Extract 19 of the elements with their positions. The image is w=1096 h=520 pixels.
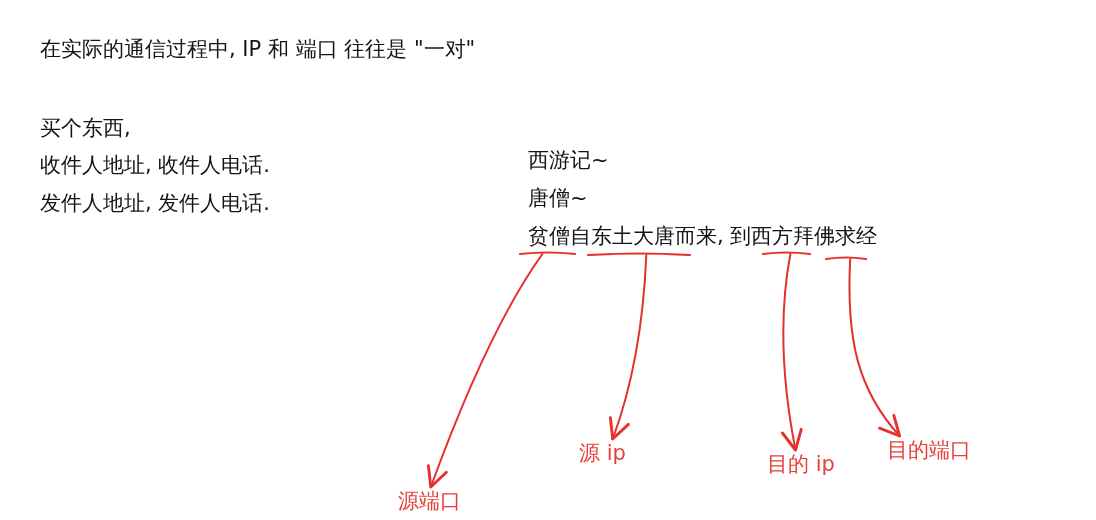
arrow xyxy=(427,253,544,489)
underline-mark xyxy=(587,250,691,258)
arrow xyxy=(608,254,648,441)
underline-mark xyxy=(825,254,867,262)
arrow xyxy=(781,253,803,452)
note-text: 买个东西, xyxy=(40,115,131,141)
annotation-label: 目的端口 xyxy=(887,437,971,463)
annotation-label: 源 ip xyxy=(579,440,626,466)
note-text: 西游记~ xyxy=(528,147,609,173)
underline-mark xyxy=(519,249,576,257)
annotation-label: 源端口 xyxy=(398,488,461,514)
note-text: 唐僧~ xyxy=(528,185,588,211)
underline-mark xyxy=(762,249,811,257)
sentence-text: 贫僧自东土大唐而来, 到西方拜佛求经 xyxy=(528,223,878,249)
note-text: 收件人地址, 收件人电话. xyxy=(40,152,271,178)
annotation-label: 目的 ip xyxy=(767,451,835,477)
arrow xyxy=(848,258,902,438)
note-text: 发件人地址, 发件人电话. xyxy=(40,190,271,216)
heading-text: 在实际的通信过程中, IP 和 端口 往往是 "一对" xyxy=(40,36,476,62)
